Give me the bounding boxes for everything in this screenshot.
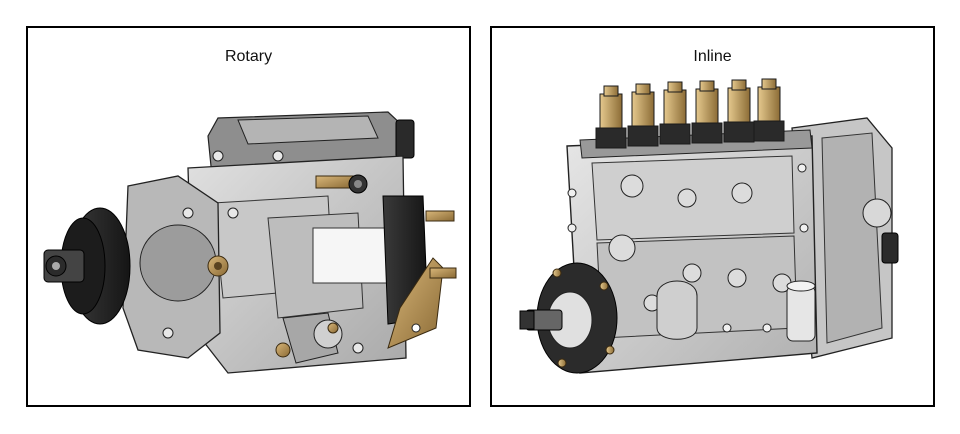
inline-title: Inline: [693, 48, 732, 65]
inline-pump-illustration: [519, 78, 899, 374]
delivery-valves: [595, 78, 785, 149]
rotary-panel: Rotary: [26, 26, 471, 407]
rotary-title: Rotary: [224, 48, 273, 65]
inline-panel: Inline: [490, 26, 935, 407]
rotary-pump-illustration: [43, 111, 457, 374]
